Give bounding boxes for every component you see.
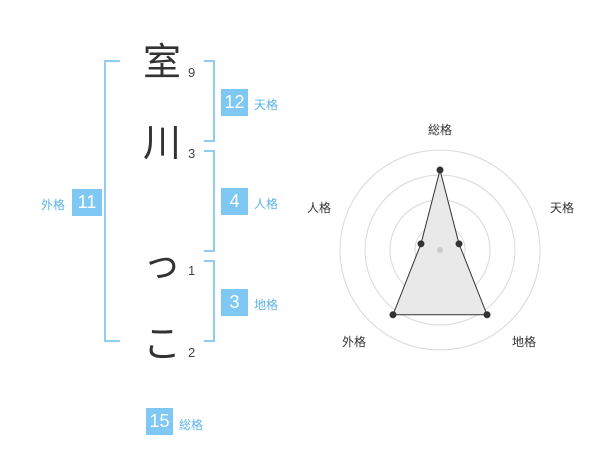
- jinkaku-label: 人格: [254, 197, 279, 211]
- gaikaku-value: 11: [72, 189, 102, 216]
- radar-point-chikaku: [483, 311, 491, 319]
- radar-polygon: [392, 169, 488, 316]
- name-char-3: っ: [143, 242, 182, 286]
- tenkaku-bracket: [204, 60, 215, 142]
- stroke-count-1: 9: [188, 65, 196, 80]
- chikaku-label: 地格: [254, 298, 279, 312]
- name-char-1: 室: [143, 40, 182, 84]
- tenkaku-value: 12: [221, 89, 248, 116]
- radar-points: [389, 166, 491, 319]
- stroke-count-4: 2: [188, 345, 196, 360]
- radar-point-gaikaku: [389, 311, 397, 319]
- jinkaku-bracket: [204, 150, 215, 252]
- radar-label-soukaku: 総格: [428, 122, 452, 137]
- jinkaku-value: 4: [221, 188, 248, 215]
- radar-label-gaikaku: 外格: [342, 334, 366, 349]
- stroke-count-2: 3: [188, 146, 196, 161]
- name-char-2: 川: [143, 121, 182, 165]
- radar-ring-4: [339, 149, 541, 351]
- name-char-4: こ: [143, 322, 182, 366]
- radar-point-tenkaku: [455, 240, 463, 248]
- gaikaku-bracket: [104, 60, 120, 342]
- radar-label-jinkaku: 人格: [307, 200, 331, 215]
- stroke-count-3: 1: [188, 263, 196, 278]
- soukaku-value: 15: [146, 408, 173, 435]
- gaikaku-label: 外格: [41, 198, 66, 212]
- radar-point-soukaku: [436, 166, 444, 174]
- chikaku-bracket: [204, 260, 215, 342]
- radar-center-dot: [437, 247, 443, 253]
- radar-label-chikaku: 地格: [512, 334, 536, 349]
- radar-label-tenkaku: 天格: [550, 200, 574, 215]
- soukaku-label: 総格: [179, 418, 204, 432]
- chikaku-value: 3: [221, 289, 248, 316]
- radar-point-jinkaku: [417, 240, 425, 248]
- tenkaku-label: 天格: [254, 98, 279, 112]
- radar-chart: 総格 天格 地格 外格 人格: [307, 122, 574, 351]
